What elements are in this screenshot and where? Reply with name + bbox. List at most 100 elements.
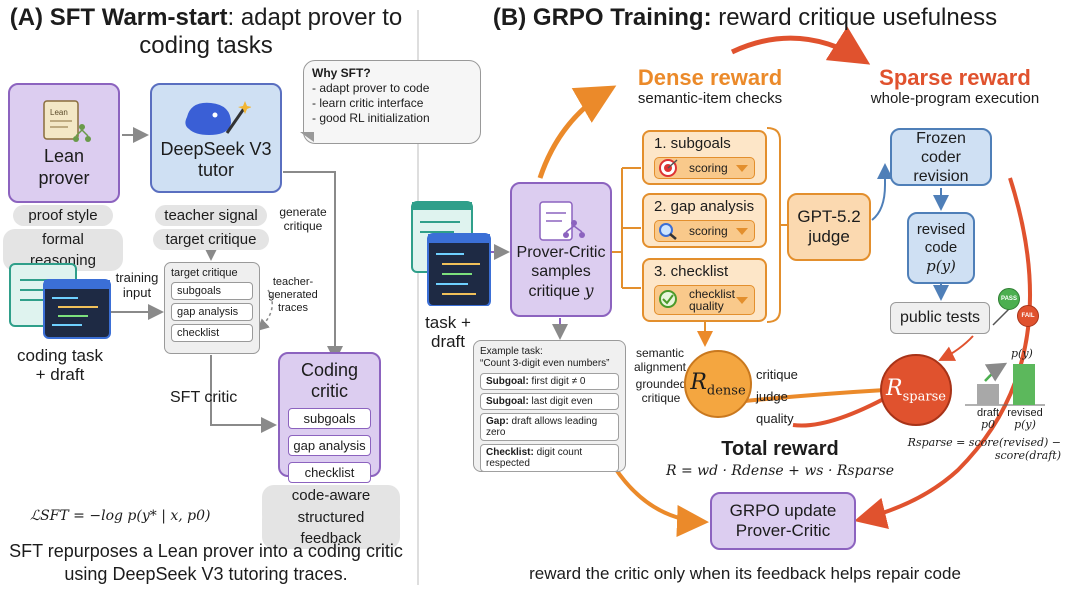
r-sparse-circle: Rsparse xyxy=(880,354,952,426)
coding-critic-title: Coding critic xyxy=(300,360,359,401)
item-select: checklist quality xyxy=(654,285,755,315)
sparse-reward-heading: Sparse reward whole-program execution xyxy=(850,66,1060,108)
target-critique-box: target critique subgoals gap analysis ch… xyxy=(164,262,260,354)
sparse-reward-subtitle: whole-program execution xyxy=(870,90,1040,107)
public-tests-box: public tests xyxy=(890,302,990,334)
panel-a-caption: SFT repurposes a Lean prover into a codi… xyxy=(9,541,403,584)
example-task-text: “Count 3-digit even numbers” xyxy=(480,358,610,369)
deepseek-tutor-box: DeepSeek V3 tutor xyxy=(150,83,282,193)
why-sft-callout: Why SFT? - adapt prover to code - learn … xyxy=(303,60,481,144)
r-sparse-label: Rsparse xyxy=(886,375,946,405)
target-item-subgoals: subgoals xyxy=(171,282,253,300)
item-select-value: scoring xyxy=(689,161,728,175)
whale-wand-icon xyxy=(185,101,251,135)
bar-label-draft: draft p0 xyxy=(968,407,1008,431)
dense-reward-heading: Dense reward semantic-item checks xyxy=(610,65,810,108)
why-sft-item: - good RL initialization xyxy=(312,111,430,125)
scroll-icon: Lean xyxy=(43,100,91,142)
grpo-update-box: GRPO update Prover-Critic xyxy=(710,492,856,550)
target-item-checklist: checklist xyxy=(171,324,253,342)
judge-label: GPT-5.2 judge xyxy=(797,207,861,246)
dense-reward-subtitle: semantic-item checks xyxy=(637,90,783,107)
coding-critic-box: Coding critic subgoals gap analysis chec… xyxy=(278,352,381,483)
generate-critique-label: generate critique xyxy=(279,205,327,233)
frozen-coder-label: Frozen coder revision xyxy=(913,129,969,185)
callout-tail xyxy=(300,132,314,142)
tag-formal-reasoning: formal reasoning xyxy=(3,229,123,271)
grpo-update-label: GRPO update Prover-Critic xyxy=(729,501,837,540)
panel-b-title-rest: reward critique usefulness xyxy=(711,4,998,31)
item-card-subgoals: 1. subgoals scoring xyxy=(642,130,767,185)
bar-draft xyxy=(977,384,999,405)
example-row: Gap: draft allows leading zero xyxy=(480,413,619,441)
bar-label-draft-sub: p0 xyxy=(980,418,996,431)
chevron-down-icon xyxy=(736,165,748,172)
dense-reward-title: Dense reward xyxy=(637,65,783,90)
arrow-teacher-traces xyxy=(256,289,273,332)
sft-critic-label: SFT critic xyxy=(170,389,238,406)
critic-item-gap-analysis: gap analysis xyxy=(288,435,371,456)
bar-label-revised-name: revised xyxy=(1007,407,1043,419)
sft-loss-formula: ℒSFT = −log p(y* | x, p0) xyxy=(30,508,211,524)
coding-task-icon xyxy=(8,262,112,340)
sparse-formula: Rsparse = score(revised) − score(draft) xyxy=(907,436,1061,462)
arrow-judge-to-coder xyxy=(871,163,893,221)
arrow-sparse-to-grpo xyxy=(854,177,1032,529)
bar-revised xyxy=(1013,364,1035,405)
tag-target-critique: target critique xyxy=(153,229,269,250)
arrow-tests-to-rsparse xyxy=(938,335,974,361)
lean-prover-box: Lean Lean prover xyxy=(8,83,120,203)
total-reward-title: Total reward xyxy=(721,438,839,460)
improvement-bar-chart xyxy=(965,362,1045,406)
panel-a-title-bold: (A) SFT Warm-start xyxy=(9,4,228,31)
example-row: Subgoal: last digit even xyxy=(480,393,619,410)
panel-a-title: (A) SFT Warm-start: adapt prover to codi… xyxy=(0,4,412,60)
why-sft-item: - adapt prover to code xyxy=(312,81,430,95)
total-reward-block: Total reward R = wd · Rdense + ws · Rspa… xyxy=(650,438,910,479)
revised-code-label: revised code xyxy=(916,221,966,256)
pass-badge: PASS xyxy=(998,288,1020,310)
bar-label-revised-sub: p(y) xyxy=(1014,418,1036,431)
bar-improvement-arrow xyxy=(984,362,1008,382)
svg-text:Lean: Lean xyxy=(50,108,68,117)
tag-proof-style: proof style xyxy=(13,205,113,226)
item-select-value: scoring xyxy=(689,224,728,238)
arrow-to-dense-reward xyxy=(537,85,617,179)
critique-judge-quality-label: critique judge quality xyxy=(756,367,798,426)
example-task-box: Example task: “Count 3-digit even number… xyxy=(473,340,626,472)
tutor-label: DeepSeek V3 tutor xyxy=(160,139,272,180)
judge-box: GPT-5.2 judge xyxy=(787,193,871,261)
task-draft-label: task + draft xyxy=(425,313,471,351)
item-select-value: checklist quality xyxy=(689,287,736,313)
grounded-critique-label: grounded critique xyxy=(635,377,687,405)
panel-b-title-bold: (B) GRPO Training: xyxy=(492,4,712,31)
bar-top-label: p(y) xyxy=(1011,347,1033,360)
arrow-dense-to-sparse xyxy=(730,26,871,65)
training-input-label: training input xyxy=(115,270,159,300)
critique-variable: y xyxy=(584,280,594,300)
task-draft-icon xyxy=(410,200,492,307)
panel-b-title: (B) GRPO Training: reward critique usefu… xyxy=(430,4,1060,32)
bar-label-revised: revised p(y) xyxy=(1002,407,1048,431)
revised-code-math: p(y) xyxy=(926,257,956,275)
item-label: 3. checklist xyxy=(654,263,729,280)
chevron-down-icon xyxy=(736,297,748,304)
panel-b-caption: reward the critic only when its feedback… xyxy=(529,564,961,583)
fail-badge: FAIL xyxy=(1017,305,1039,327)
item-select: scoring xyxy=(654,220,755,242)
teacher-traces-label: teacher-generated traces xyxy=(268,276,318,314)
tag-structured-feedback: structured feedback xyxy=(262,507,400,549)
arrow-generate-critique xyxy=(283,171,343,362)
revised-code-box: revised code p(y) xyxy=(907,212,975,284)
why-sft-title: Why SFT? xyxy=(312,66,371,80)
frozen-coder-box: Frozen coder revision xyxy=(890,128,992,186)
coding-task-label: coding task + draft xyxy=(17,346,103,384)
example-row: Checklist: digit count respected xyxy=(480,444,619,472)
target-critique-title: target critique xyxy=(171,267,238,279)
why-sft-item: - learn critic interface xyxy=(312,96,424,110)
item-label: 2. gap analysis xyxy=(654,198,755,215)
critic-item-subgoals: subgoals xyxy=(288,408,371,429)
item-label: 1. subgoals xyxy=(654,135,731,152)
item-select: scoring xyxy=(654,157,755,179)
